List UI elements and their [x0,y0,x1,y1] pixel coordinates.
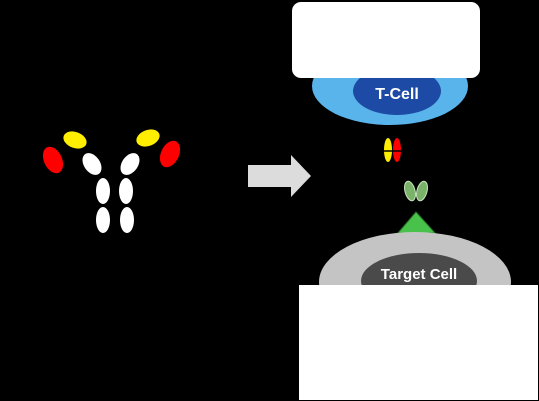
t-cell-nucleus [353,67,441,115]
antibody-heavy-chains [82,153,140,233]
heavy-chain-left-middle [96,178,110,204]
heavy-chain-left-upper [82,153,102,175]
bottom-white-box [299,285,538,400]
heavy-chain-right-upper [120,153,140,175]
light-chain-right-red [159,140,181,168]
light-chain-left-red [42,146,64,174]
target-cell-label: Target Cell [381,266,457,283]
fragment-yellow [384,138,392,162]
green-binder-icon [404,180,428,202]
heavy-chain-right-lower [120,207,134,233]
bispecific-fragment-icon [384,138,401,162]
binder-right [416,180,428,202]
top-white-box [292,2,480,78]
binder-left [404,180,416,202]
antibody-icon [42,129,181,233]
heavy-chain-right-middle [119,178,133,204]
t-cell-label: T-Cell [375,86,419,103]
arrow-right-icon [248,155,311,197]
antigen-triangle-icon [396,211,437,234]
heavy-chain-left-lower [96,207,110,233]
light-chain-right-yellow [136,129,160,147]
light-chain-left-yellow [63,131,87,149]
fragment-red [393,138,401,162]
